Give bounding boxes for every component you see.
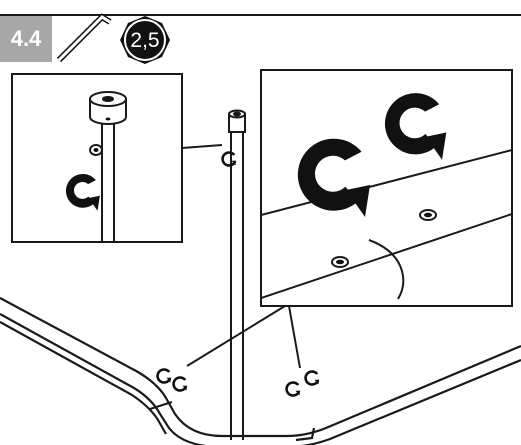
rotate-clockwise-icon-small xyxy=(221,151,238,167)
tool-size-badge: 2,5 xyxy=(120,16,170,64)
detail-inset-tube-joint xyxy=(260,69,513,307)
step-number: 4.4 xyxy=(10,26,42,51)
step-number-badge: 4.4 xyxy=(0,16,52,62)
rotation-markers-left xyxy=(156,368,189,392)
set-screw xyxy=(419,209,437,221)
rotation-markers-right xyxy=(285,370,321,397)
vertical-post xyxy=(228,109,246,440)
allen-key-icon xyxy=(56,13,112,63)
tool-size-label: 2,5 xyxy=(130,29,159,52)
detail-inset-collar xyxy=(11,73,183,243)
callout-lines xyxy=(181,144,301,369)
set-screw xyxy=(331,256,349,268)
